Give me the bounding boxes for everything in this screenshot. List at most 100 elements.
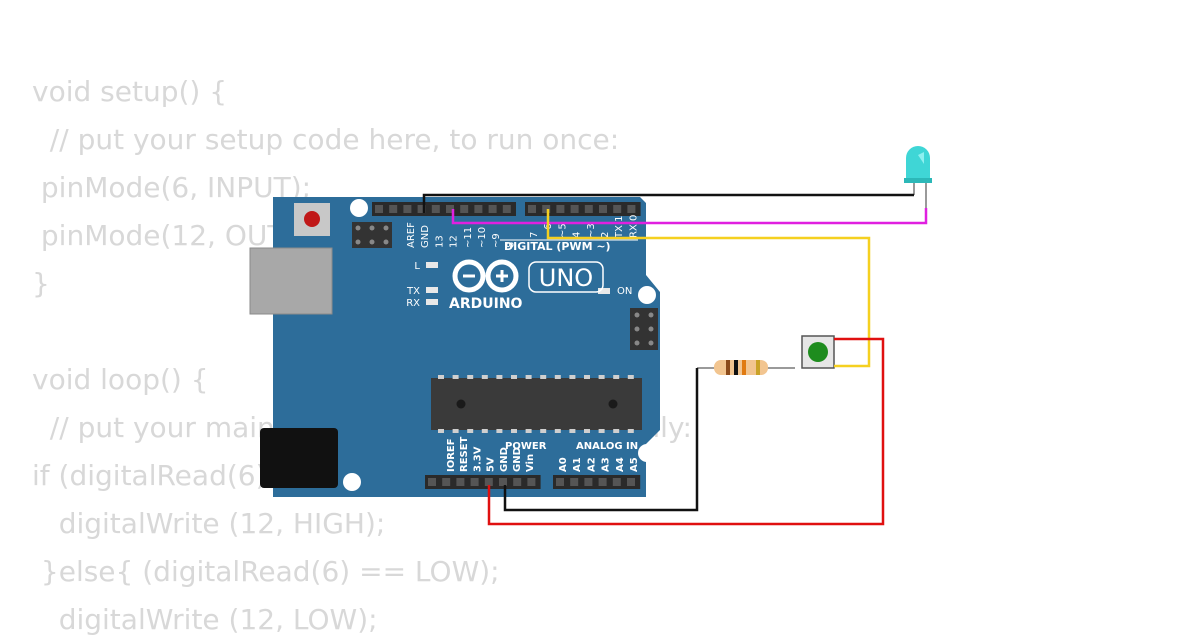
mounting-hole (350, 199, 368, 217)
pin-socket[interactable] (502, 205, 511, 213)
pin-label: ~5 (557, 223, 568, 238)
pin-socket[interactable] (470, 478, 479, 486)
pin-label: ~9 (491, 233, 502, 248)
wire-black-gnd-led[interactable] (422, 193, 914, 213)
pin-label: 5V (486, 457, 497, 472)
power-analog-pin-header[interactable] (425, 475, 641, 489)
mounting-hole (638, 286, 656, 304)
pin-socket[interactable] (556, 478, 564, 486)
code-line[interactable]: void setup() { (32, 75, 228, 108)
power-jack (260, 428, 338, 488)
pin-label: A5 (629, 457, 640, 472)
pin-label: IOREF (446, 438, 457, 472)
pin-socket[interactable] (527, 478, 536, 486)
pushbutton-cap[interactable] (808, 342, 828, 362)
pin-label: RX 0 (628, 215, 639, 238)
brand-label: ARDUINO (449, 296, 523, 312)
code-line[interactable]: void loop() { (32, 363, 209, 396)
code-line[interactable]: }else{ (digitalRead(6) == LOW); (32, 555, 500, 588)
pin-socket[interactable] (584, 478, 593, 486)
digital-pwm-label: DIGITAL (PWM ~) (504, 240, 611, 253)
pin-socket[interactable] (417, 205, 426, 213)
code-line[interactable]: // put your setup code here, to run once… (32, 123, 620, 156)
code-line[interactable]: } (32, 267, 50, 300)
led-l (426, 262, 438, 268)
pin-socket[interactable] (488, 205, 497, 213)
wire-yellow-pin6-button[interactable] (546, 209, 871, 368)
pin-label: TX 1 (614, 216, 625, 240)
pin-label: A0 (558, 457, 569, 472)
pin-socket[interactable] (474, 205, 483, 213)
pin-socket[interactable] (627, 478, 635, 486)
pin-socket[interactable] (484, 478, 493, 486)
pin-label: ~11 (463, 227, 474, 248)
pin-label: 12 (449, 235, 460, 248)
pin-label: AREF (406, 222, 417, 248)
led-rx-label: RX (406, 298, 420, 309)
pin-socket[interactable] (460, 205, 469, 213)
pin-socket[interactable] (375, 205, 383, 213)
pin-label: GND (420, 225, 431, 248)
pin-socket[interactable] (542, 205, 551, 213)
code-line[interactable]: digitalWrite (12, HIGH); (32, 507, 386, 540)
pin-socket[interactable] (513, 478, 522, 486)
pin-socket[interactable] (528, 205, 536, 213)
pin-socket[interactable] (584, 205, 593, 213)
icsp-header-right (630, 308, 658, 350)
pin-socket[interactable] (627, 205, 636, 213)
pin-socket[interactable] (570, 205, 579, 213)
pin-label: Vin (525, 454, 536, 472)
led-on (598, 288, 610, 294)
icsp-header (352, 222, 392, 248)
pushbutton-component[interactable] (801, 335, 835, 369)
wires[interactable] (422, 193, 928, 526)
pin-socket[interactable] (570, 478, 579, 486)
led-tx (426, 287, 438, 293)
analog-in-label: ANALOG IN (576, 441, 638, 452)
pin-socket[interactable] (598, 478, 607, 486)
pin-socket[interactable] (612, 478, 621, 486)
pin-socket[interactable] (442, 478, 451, 486)
arduino-logo (452, 259, 519, 293)
pin-label: 7 (529, 232, 540, 238)
uno-badge (528, 261, 604, 293)
resistor-component[interactable] (697, 360, 795, 375)
wire-red-5v-button[interactable] (487, 337, 885, 526)
pin-label: A4 (615, 457, 626, 472)
pin-socket[interactable] (446, 205, 454, 213)
digital-pin-header[interactable] (372, 202, 641, 216)
pin-socket[interactable] (599, 205, 607, 213)
pin-socket[interactable] (556, 205, 565, 213)
pin-label: 4 (572, 232, 583, 238)
pin-socket[interactable] (613, 205, 622, 213)
pin-label: ~3 (586, 223, 597, 238)
mounting-hole (343, 473, 361, 491)
reset-button-cap[interactable] (304, 211, 320, 227)
led-on-label: ON (617, 286, 632, 297)
led-l-label: L (414, 261, 420, 272)
pin-socket[interactable] (389, 205, 398, 213)
pin-socket[interactable] (431, 205, 440, 213)
pin-socket[interactable] (403, 205, 412, 213)
led-tx-label: TX (406, 286, 420, 297)
pin-socket[interactable] (456, 478, 465, 486)
model-label: UNO (539, 264, 593, 292)
pin-label: 3.3V (472, 446, 483, 472)
pin-label: A1 (572, 457, 583, 472)
pin-label: GND (512, 447, 523, 472)
pin-label: A2 (586, 457, 597, 472)
wire-black-gnd-resistor[interactable] (503, 368, 699, 512)
pin-label: 13 (434, 235, 445, 248)
pin-socket[interactable] (428, 478, 436, 486)
pin-socket[interactable] (499, 478, 507, 486)
led-component[interactable] (904, 146, 932, 208)
pin-label: GND (499, 447, 510, 472)
led-body[interactable] (906, 146, 930, 180)
pin-label: ~10 (477, 227, 488, 248)
wire-magenta-pin12-led[interactable] (451, 208, 928, 225)
pin-label: 8 (505, 242, 516, 248)
